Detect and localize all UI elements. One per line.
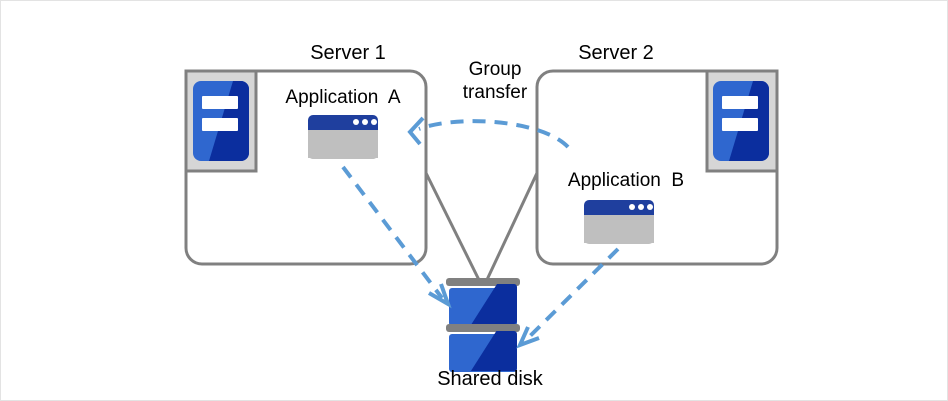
shared-disk-label: Shared disk — [437, 368, 543, 390]
group-transfer-label-line1: Group — [468, 59, 522, 80]
curved-dashed-arrow-icon — [407, 116, 570, 149]
disk-stack-icon — [446, 278, 520, 372]
server1-disk-connector-line — [424, 172, 483, 285]
application-a-label: Application A — [285, 87, 401, 108]
server1-title: Server 1 — [310, 42, 386, 64]
application-window-icon — [584, 200, 654, 244]
server-icon — [705, 69, 779, 173]
application-b-label: Application B — [567, 170, 685, 191]
dashed-arrow-icon — [341, 165, 452, 309]
application-window-icon — [308, 115, 378, 159]
server2-disk-connector-line — [483, 172, 539, 285]
group-transfer-label-line2: transfer — [462, 82, 528, 103]
server2-title: Server 2 — [578, 42, 654, 64]
server-icon — [184, 69, 258, 173]
dashed-arrow-icon — [516, 247, 620, 349]
